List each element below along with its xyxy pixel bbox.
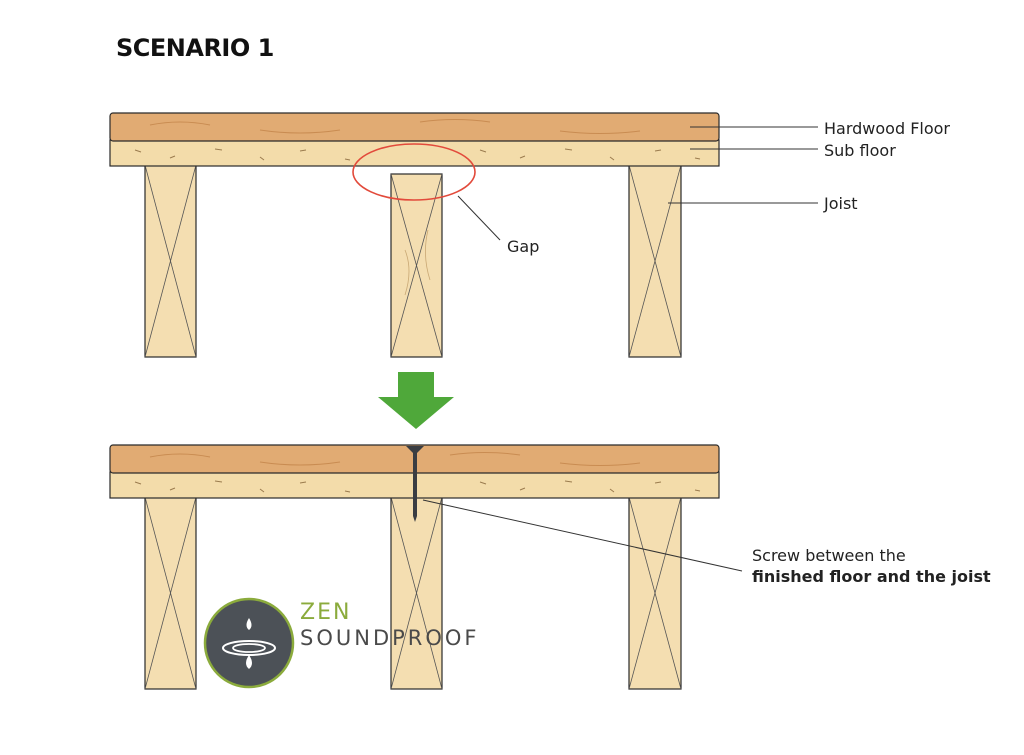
down-arrow xyxy=(378,372,454,429)
hardwood-floor-label: Hardwood Floor xyxy=(824,119,950,138)
top-hardwood xyxy=(109,112,720,142)
page-title: SCENARIO 1 xyxy=(116,34,274,62)
top-assembly xyxy=(109,112,720,358)
zen-soundproof-logo xyxy=(203,597,295,689)
logo-word-soundproof: SOUNDPROOF xyxy=(300,626,480,650)
screw-label-line2: finished floor and the joist xyxy=(752,567,991,586)
screw-label-line1: Screw between the xyxy=(752,546,906,565)
sub-floor-label: Sub floor xyxy=(824,141,896,160)
bottom-assembly xyxy=(109,444,720,690)
gap-label: Gap xyxy=(507,237,540,256)
joist-label: Joist xyxy=(824,194,858,213)
gap-highlight xyxy=(352,143,476,201)
logo-word-zen: ZEN xyxy=(300,600,352,625)
screw-icon xyxy=(406,446,424,522)
